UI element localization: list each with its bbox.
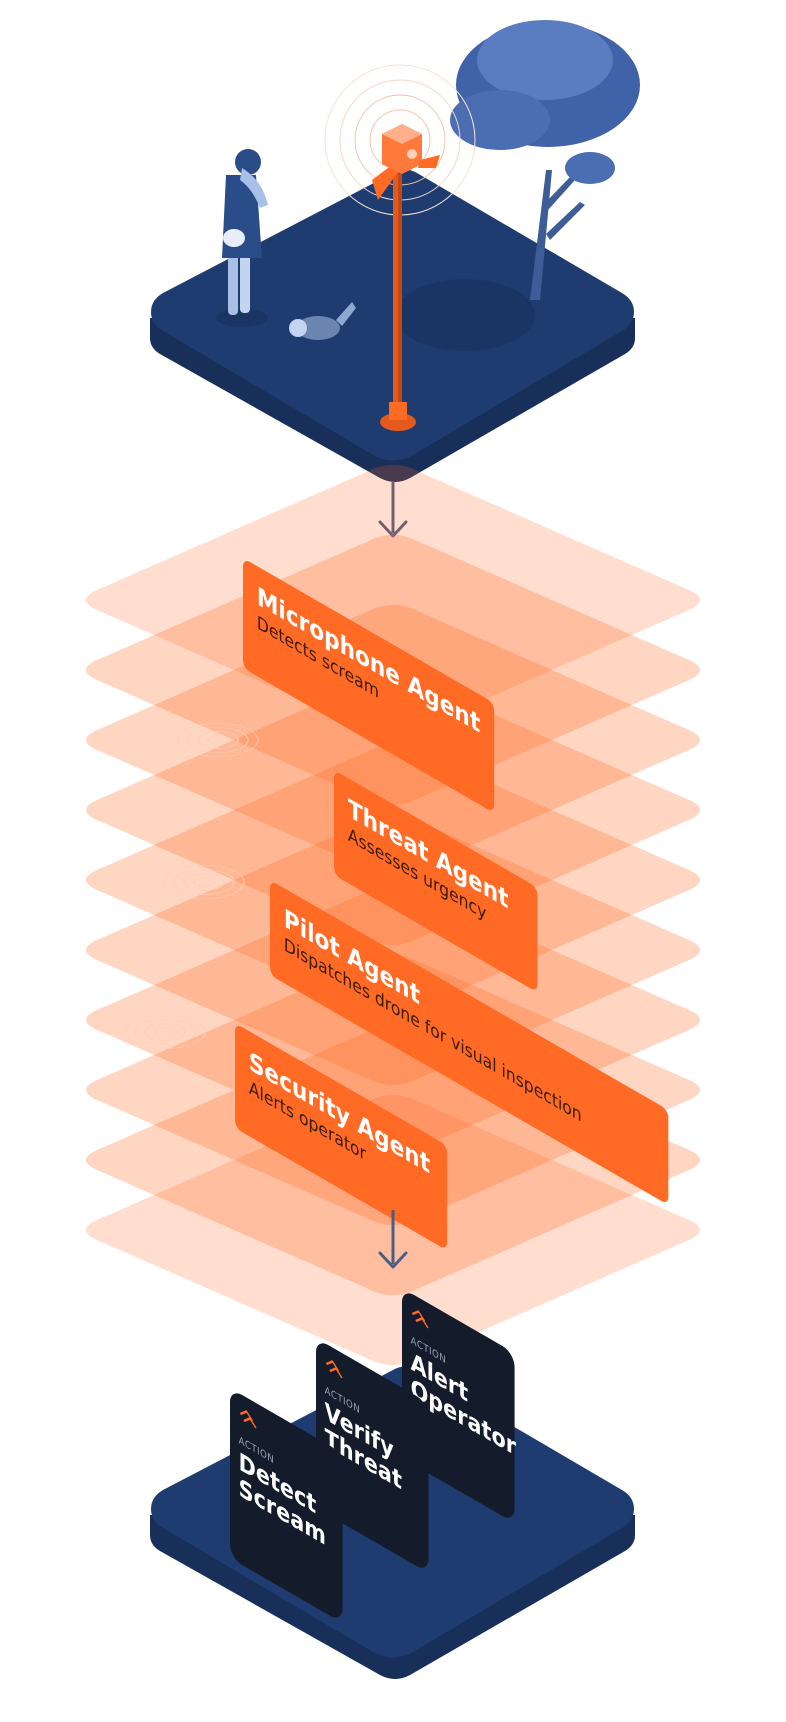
orange-chevrons-icon — [239, 1410, 257, 1429]
agent-panel-bg — [334, 773, 538, 990]
arrow-agents-to-actions — [378, 1210, 408, 1269]
agent-layer-8 — [86, 954, 700, 1226]
signal-ring-3 — [124, 1014, 206, 1050]
agent-panel-bg — [270, 883, 669, 1202]
camera-pole-icon — [324, 64, 476, 431]
raccoon-icon — [289, 302, 356, 340]
top-platform-surface — [151, 169, 634, 461]
action-card-verify-threat: ACTION Verify Threat — [316, 1343, 429, 1568]
agent-panel-bg — [243, 561, 495, 810]
action-card-detect-scream: ACTION Detect Scream — [230, 1393, 343, 1618]
arrow-scene-to-agents — [378, 482, 408, 538]
woman-screaming-icon — [216, 149, 268, 327]
agent-panel-bg — [235, 1026, 448, 1248]
action-card-bg — [230, 1393, 343, 1618]
agent-layer-6 — [86, 814, 700, 1086]
agent-layer-1 — [86, 464, 700, 736]
signal-ring-2 — [163, 864, 245, 900]
action-card-bg — [316, 1343, 429, 1568]
orange-chevrons-icon — [411, 1310, 429, 1329]
tree-icon — [395, 20, 640, 351]
signal-ring-1 — [177, 722, 259, 758]
orange-chevrons-icon — [325, 1360, 343, 1379]
tree-shadow — [395, 279, 535, 351]
signal-rings — [124, 722, 259, 1050]
action-card-bg — [402, 1293, 515, 1518]
top-platform — [150, 169, 635, 482]
